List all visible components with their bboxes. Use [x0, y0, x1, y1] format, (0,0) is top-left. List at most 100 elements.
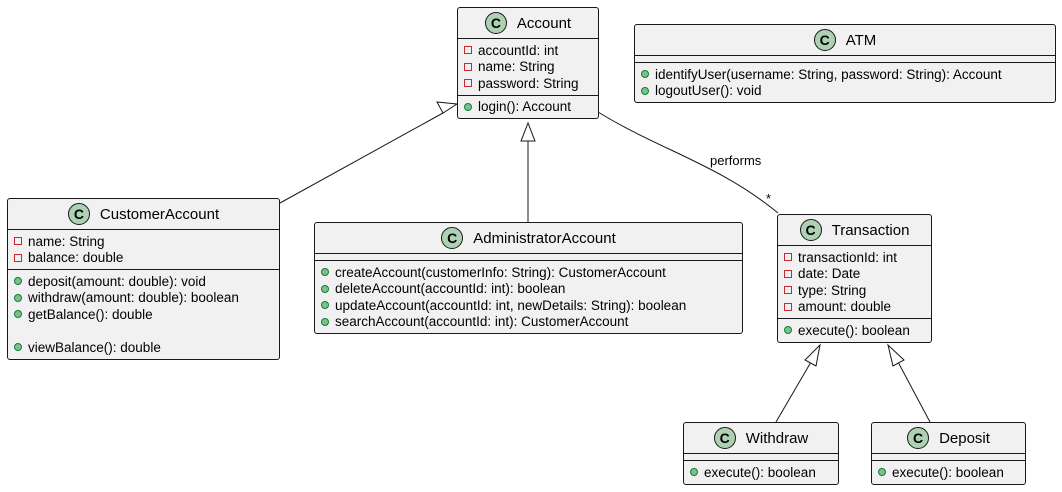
attributes-section: [872, 454, 1025, 461]
class-header: C Deposit: [872, 423, 1025, 454]
attribute-text: accountId: int: [478, 42, 559, 58]
class-icon: C: [713, 427, 736, 449]
class-name: CustomerAccount: [99, 205, 220, 223]
class-icon: C: [441, 227, 464, 249]
method-text: searchAccount(accountId: int): CustomerA…: [335, 314, 629, 330]
attribute-name: name: String: [464, 59, 598, 76]
method-text: updateAccount(accountId: int, newDetails…: [335, 297, 687, 313]
method-text: execute(): boolean: [892, 464, 1004, 480]
withdraw-inherits-line: [775, 361, 812, 423]
method-text: deleteAccount(accountId: int): boolean: [335, 281, 566, 297]
public-visibility-icon: [14, 277, 22, 286]
class-header: C Account: [458, 8, 598, 39]
method-text: logoutUser(): void: [655, 83, 762, 99]
performs-association-line: [597, 111, 779, 214]
private-visibility-icon: [784, 253, 792, 262]
deposit-inherit-arrowhead: [887, 343, 905, 367]
attribute-password: password: String: [464, 75, 598, 92]
private-visibility-icon: [464, 62, 472, 71]
class-name: ATM: [845, 31, 877, 49]
method-updateaccount: updateAccount(accountId: int, newDetails…: [321, 297, 742, 314]
method-getbalance: getBalance(): double: [14, 306, 279, 323]
class-header: C Withdraw: [684, 423, 838, 454]
public-visibility-icon: [878, 468, 886, 477]
deposit-class[interactable]: C Deposit execute(): boolean: [871, 422, 1026, 485]
private-visibility-icon: [784, 269, 792, 278]
attribute-date: date: Date: [784, 266, 931, 283]
withdraw-inherit-arrowhead: [804, 343, 821, 367]
attribute-name: name: String: [14, 233, 279, 250]
attributes-section: [635, 56, 1055, 63]
class-icon: C: [813, 29, 836, 51]
attribute-text: transactionId: int: [798, 249, 898, 265]
class-name: Deposit: [939, 429, 990, 447]
private-visibility-icon: [464, 79, 472, 88]
methods-section: createAccount(customerInfo: String): Cus…: [315, 261, 742, 333]
class-icon: C: [67, 203, 90, 225]
methods-section: execute(): boolean: [684, 461, 838, 484]
public-visibility-icon: [14, 343, 22, 352]
class-header: C CustomerAccount: [8, 199, 279, 230]
method-execute: execute(): boolean: [878, 464, 1025, 481]
method-execute: execute(): boolean: [690, 464, 838, 481]
private-visibility-icon: [784, 286, 792, 295]
member-separator-gap: [14, 323, 279, 340]
customeraccount-inherit-arrowhead: [436, 101, 459, 114]
performs-multiplicity: *: [766, 191, 772, 206]
private-visibility-icon: [784, 302, 792, 311]
method-text: withdraw(amount: double): boolean: [28, 290, 239, 306]
performs-label: performs: [710, 153, 762, 168]
method-searchaccount: searchAccount(accountId: int): CustomerA…: [321, 314, 742, 331]
method-text: identifyUser(username: String, password:…: [655, 66, 1002, 82]
method-identifyuser: identifyUser(username: String, password:…: [641, 66, 1055, 83]
method-text: login(): Account: [478, 99, 572, 115]
method-text: deposit(amount: double): void: [28, 273, 206, 289]
withdraw-class[interactable]: C Withdraw execute(): boolean: [683, 422, 839, 485]
method-createaccount: createAccount(customerInfo: String): Cus…: [321, 264, 742, 281]
atm-class[interactable]: C ATM identifyUser(username: String, passw…: [634, 24, 1056, 103]
attribute-amount: amount: double: [784, 299, 931, 316]
public-visibility-icon: [464, 102, 472, 111]
method-deleteaccount: deleteAccount(accountId: int): boolean: [321, 281, 742, 298]
public-visibility-icon: [321, 301, 329, 310]
attribute-text: type: String: [798, 282, 867, 298]
method-viewbalance: viewBalance(): double: [14, 339, 279, 356]
class-icon: C: [799, 219, 822, 241]
class-icon: C: [907, 427, 930, 449]
private-visibility-icon: [14, 237, 22, 246]
attribute-text: password: String: [478, 75, 579, 91]
methods-section: identifyUser(username: String, password:…: [635, 63, 1055, 102]
public-visibility-icon: [321, 317, 329, 326]
method-text: execute(): boolean: [798, 322, 910, 338]
customeraccount-inherits-line: [279, 112, 444, 204]
public-visibility-icon: [14, 293, 22, 302]
class-name: Transaction: [831, 221, 910, 239]
attribute-text: balance: double: [28, 250, 124, 266]
attribute-type: type: String: [784, 282, 931, 299]
attribute-text: date: Date: [798, 266, 861, 282]
administratoraccount-inherit-arrowhead: [520, 121, 536, 142]
methods-section: login(): Account: [458, 96, 598, 119]
class-name: Account: [516, 14, 572, 32]
method-text: getBalance(): double: [28, 306, 153, 322]
method-login: login(): Account: [464, 99, 598, 116]
class-header: C Transaction: [778, 215, 931, 246]
public-visibility-icon: [641, 86, 649, 95]
class-name: Withdraw: [745, 429, 809, 447]
attribute-text: name: String: [28, 233, 105, 249]
attributes-section: [315, 254, 742, 261]
public-visibility-icon: [14, 310, 22, 319]
class-icon: C: [484, 12, 507, 34]
attribute-text: name: String: [478, 59, 555, 75]
methods-section: execute(): boolean: [872, 461, 1025, 484]
attribute-accountid: accountId: int: [464, 42, 598, 59]
